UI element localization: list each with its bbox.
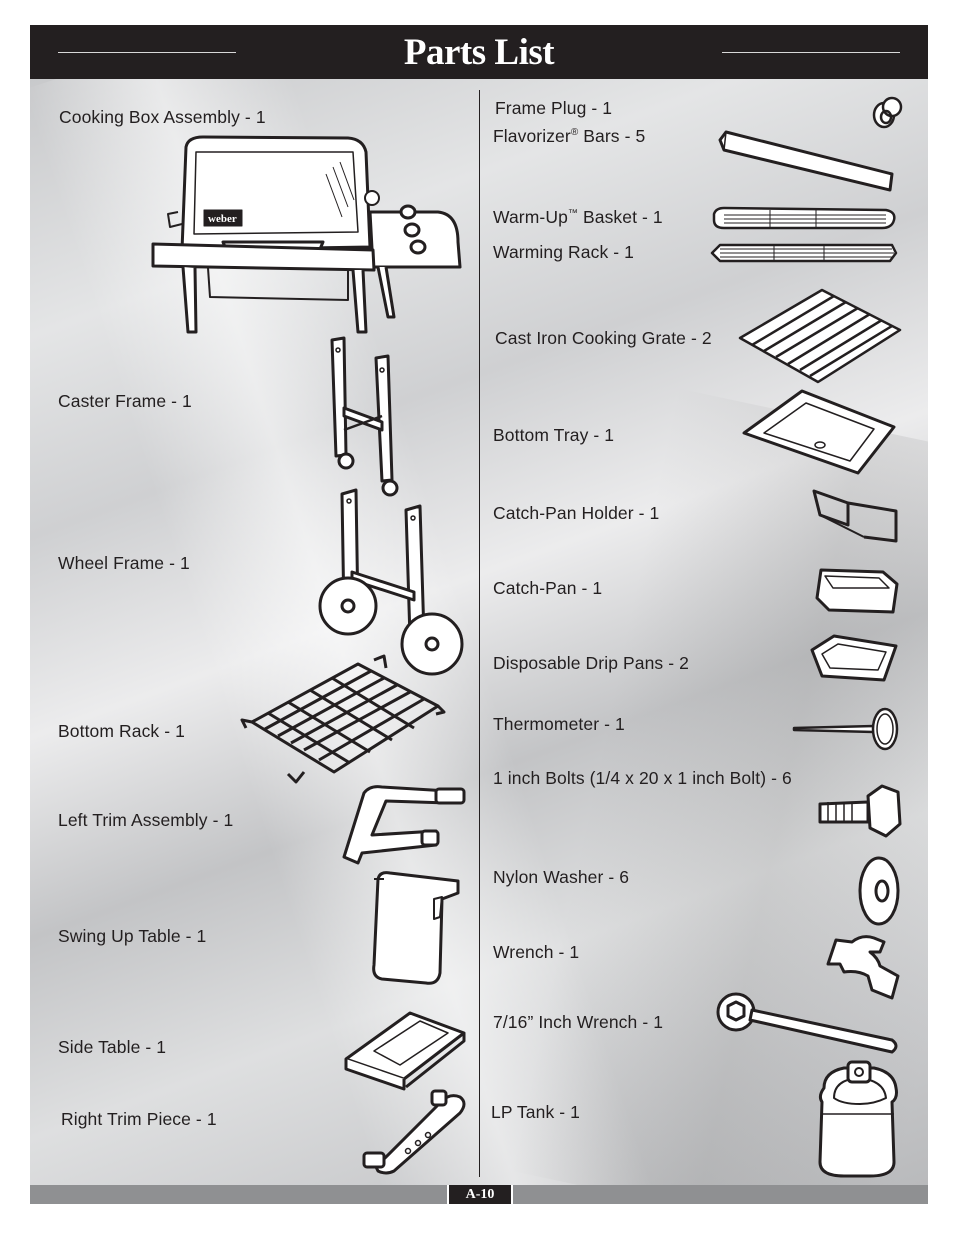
part-label-side-table: Side Table - 1 xyxy=(58,1037,167,1057)
page-title: Parts List xyxy=(403,32,555,73)
left-trim-assembly-illustration xyxy=(340,783,470,867)
part-label-bottom-rack: Bottom Rack - 1 xyxy=(58,721,185,741)
part-label-warm-up-basket: Warm-Up™ Basket - 1 xyxy=(493,207,663,228)
wrench-illustration xyxy=(822,932,902,1004)
header-rule-right xyxy=(722,52,900,53)
catch-pan-illustration xyxy=(813,562,901,618)
flavorizer-suffix: Bars - 5 xyxy=(578,126,646,146)
registered-mark: ® xyxy=(570,127,579,138)
part-label-frame-plug: Frame Plug - 1 xyxy=(495,98,613,118)
part-label-catch-pan: Catch-Pan - 1 xyxy=(493,578,603,598)
part-label-bolts: 1 inch Bolts (1/4 x 20 x 1 inch Bolt) - … xyxy=(493,768,792,788)
part-label-bottom-tray: Bottom Tray - 1 xyxy=(493,425,615,445)
warming-rack-illustration xyxy=(708,241,900,265)
side-table-illustration xyxy=(340,1009,470,1091)
part-label-caster-frame: Caster Frame - 1 xyxy=(58,391,192,411)
part-label-left-trim-assembly: Left Trim Assembly - 1 xyxy=(58,810,234,830)
part-label-lp-tank: LP Tank - 1 xyxy=(491,1102,580,1122)
part-label-cooking-grate: Cast Iron Cooking Grate - 2 xyxy=(495,328,712,348)
warm-up-suffix: Basket - 1 xyxy=(578,207,663,227)
drip-pans-illustration xyxy=(808,632,900,686)
part-label-flavorizer-bars: Flavorizer® Bars - 5 xyxy=(493,126,645,147)
bottom-rack-illustration xyxy=(238,654,448,786)
header-rule-left xyxy=(58,52,236,53)
cooking-grate-illustration xyxy=(736,288,904,384)
part-label-swing-up-table: Swing Up Table - 1 xyxy=(58,926,207,946)
part-label-drip-pans: Disposable Drip Pans - 2 xyxy=(493,653,689,673)
flavorizer-bar-illustration xyxy=(716,128,900,198)
part-label-inch-wrench: 7/16” Inch Wrench - 1 xyxy=(493,1012,664,1032)
part-label-wrench: Wrench - 1 xyxy=(493,942,580,962)
bottom-tray-illustration xyxy=(740,387,898,477)
part-label-right-trim-piece: Right Trim Piece - 1 xyxy=(61,1109,217,1129)
nylon-washer-illustration xyxy=(856,854,902,928)
page-header: Parts List xyxy=(30,25,928,79)
warm-up-basket-illustration xyxy=(710,206,898,230)
part-label-catch-pan-holder: Catch-Pan Holder - 1 xyxy=(493,503,660,523)
right-trim-piece-illustration xyxy=(360,1089,470,1177)
flavorizer-name: Flavorizer xyxy=(493,126,571,146)
inch-wrench-illustration xyxy=(716,990,900,1056)
column-divider xyxy=(479,90,480,1177)
caster-frame-illustration xyxy=(326,330,416,500)
warm-up-name: Warm-Up xyxy=(493,207,568,227)
trademark-mark: ™ xyxy=(567,208,579,219)
part-label-wheel-frame: Wheel Frame - 1 xyxy=(58,553,190,573)
lp-tank-illustration xyxy=(814,1058,904,1180)
grill-logo: weber xyxy=(208,213,237,225)
part-label-thermometer: Thermometer - 1 xyxy=(493,714,625,734)
bolt-illustration xyxy=(816,784,902,840)
part-label-cooking-box-assembly: Cooking Box Assembly - 1 xyxy=(59,107,266,127)
page-number: A-10 xyxy=(447,1185,513,1204)
wheel-frame-illustration xyxy=(316,486,466,678)
catch-pan-holder-illustration xyxy=(808,485,900,547)
thermometer-illustration xyxy=(790,706,900,752)
frame-plug-illustration xyxy=(870,95,904,131)
part-label-warming-rack: Warming Rack - 1 xyxy=(493,242,634,262)
part-label-nylon-washer: Nylon Washer - 6 xyxy=(493,867,630,887)
cooking-box-assembly-illustration: weber xyxy=(148,132,468,342)
swing-up-table-illustration xyxy=(370,869,466,991)
page-footer: A-10 xyxy=(30,1185,928,1204)
